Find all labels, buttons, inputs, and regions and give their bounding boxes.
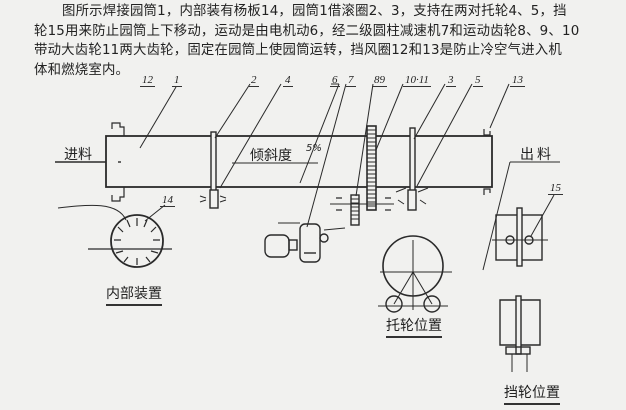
slope-value: 5%: [306, 143, 322, 154]
support-roller-section: [378, 235, 452, 313]
girth-gear: [330, 125, 394, 226]
part-label-89: 89: [372, 74, 387, 87]
part-label-10-11: 10·11: [403, 74, 431, 87]
part-label-5: 5: [473, 74, 483, 87]
motor-reducer: [264, 222, 346, 263]
description-paragraph: 图所示焊接园筒1，内部装有杨板14，园筒1借滚圈2、3，支持在两对托轮4、5，挡…: [34, 2, 614, 80]
outlet-label: 出料: [520, 147, 554, 163]
tyre-2-assembly: [199, 131, 227, 209]
inlet-label: 进料: [64, 147, 92, 163]
part-label-14: 14: [160, 194, 175, 207]
part-label-4: 4: [283, 74, 293, 87]
rotary-drum: [55, 122, 493, 202]
leader-lines: [139, 83, 510, 228]
part-label-13: 13: [510, 74, 525, 87]
part-label-15: 15: [548, 182, 563, 195]
part-label-6: 6: [330, 74, 340, 87]
slope-label: 倾斜度: [250, 148, 292, 164]
description-line-2: 轮15用来防止园筒上下移动，运动是由电机动6，经二级圆柱减速机7和运动齿轮8、9…: [34, 23, 580, 39]
caption-internal-device: 内部装置: [106, 283, 162, 306]
caption-thrust-roller: 挡轮位置: [504, 382, 560, 405]
part-label-7: 7: [346, 74, 356, 87]
part-label-3: 3: [446, 74, 456, 87]
part-label-1: 1: [172, 74, 182, 87]
thrust-roller-section: [482, 161, 560, 372]
part-label-12: 12: [140, 74, 155, 87]
internal-device-section: [57, 204, 172, 268]
caption-support-roller: 托轮位置: [386, 315, 442, 338]
description-line-4: 体和燃烧室内。: [34, 62, 130, 78]
description-line-3: 带动大齿轮11两大齿轮，固定在园筒上使园筒运转，挡风圈12和13是防止冷空气进入…: [34, 43, 562, 58]
part-label-2: 2: [249, 74, 259, 87]
description-line-1: 图所示焊接园筒1，内部装有杨板14，园筒1借滚圈2、3，支持在两对托轮4、5，挡: [62, 4, 567, 19]
tyre-3-assembly: [395, 127, 429, 211]
